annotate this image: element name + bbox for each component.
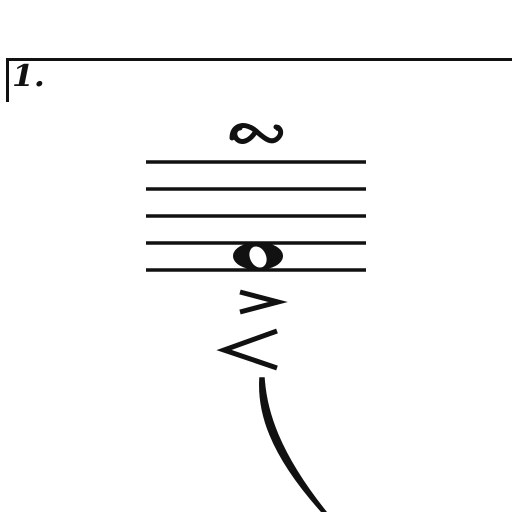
turn-ornament-icon	[229, 123, 284, 144]
slur-icon	[259, 377, 327, 512]
staff	[146, 160, 366, 272]
decrescendo-hairpin-icon	[216, 328, 278, 371]
whole-note-icon	[233, 242, 283, 270]
first-ending-bracket	[6, 58, 512, 102]
first-ending-label: 1.	[12, 59, 45, 94]
accent-icon	[239, 289, 288, 315]
